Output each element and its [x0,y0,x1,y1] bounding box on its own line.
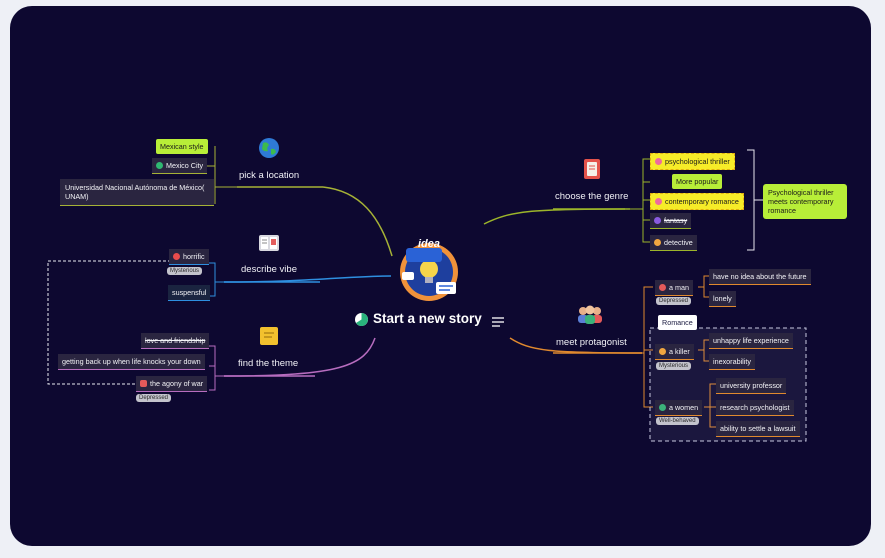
node-detective[interactable]: detective [650,235,697,251]
node-a-killer-label: a killer [669,347,690,356]
node-love-friendship[interactable]: love and friendship [141,333,210,349]
node-psych-label: psychological thriller [665,157,730,166]
fantasy-dot-icon [654,217,661,224]
node-university[interactable]: Universidad Nacional Autónoma de México(… [60,179,214,206]
node-psychological-thriller[interactable]: psychological thriller [650,153,735,170]
topic-describe-vibe[interactable]: describe vibe [241,264,297,275]
node-unhappy-life[interactable]: unhappy life experience [709,333,793,349]
node-mexican-style[interactable]: Mexican style [156,139,208,154]
node-lonely[interactable]: lonely [709,291,736,307]
topic-choose-genre[interactable]: choose the genre [555,191,629,202]
heart-icon-2 [655,198,662,205]
node-a-killer[interactable]: a killer [655,344,694,360]
node-a-man-label: a man [669,283,689,292]
node-genre-summary[interactable]: Psychological thriller meets contemporar… [763,184,847,219]
tag-well-behaved: Well-behaved [656,417,699,425]
node-settle-lawsuit[interactable]: ability to settle a lawsuit [716,421,800,437]
node-a-women-label: a women [669,403,699,412]
killer-avatar-icon [659,348,666,355]
menu-lines-icon[interactable] [492,314,504,332]
topic-find-theme[interactable]: find the theme [238,358,299,369]
tag-depressed-man: Depressed [656,297,692,305]
sticky-note-icon [259,326,279,351]
node-contemporary-romance[interactable]: contemporary romance [650,193,744,210]
heart-icon [655,158,662,165]
pie-chart-icon [354,312,369,332]
globe-icon [258,137,280,164]
node-horrific-label: horrific [183,252,205,261]
node-inexorability[interactable]: inexorability [709,354,755,370]
location-dot-icon [156,162,163,169]
mindmap-canvas[interactable]: idea Start a new story pick a location M… [10,6,871,546]
node-mexico-city-label: Mexico City [166,161,204,170]
man-avatar-icon [659,284,666,291]
node-research-psychologist[interactable]: research psychologist [716,400,794,416]
node-agony-label: the agony of war [150,379,204,388]
node-fantasy-label: fantasy [664,216,688,225]
node-detective-label: detective [664,238,693,247]
node-contemporary-label: contemporary romance [665,197,739,206]
flag-icon [140,380,147,387]
node-a-women[interactable]: a women [655,400,703,416]
people-icon [575,304,605,329]
topic-meet-protagonist[interactable]: meet protagonist [556,337,627,348]
node-horrific[interactable]: horrific [169,249,209,265]
node-agony-of-war[interactable]: the agony of war [136,376,208,392]
tag-depressed-theme: Depressed [136,394,172,402]
node-getting-back-up[interactable]: getting back up when life knocks your do… [58,354,205,370]
tag-mysterious-killer: Mysterious [656,362,692,370]
node-fantasy[interactable]: fantasy [650,213,692,229]
node-more-popular[interactable]: More popular [672,174,723,189]
idea-bulb-icon [398,236,460,307]
node-suspensful[interactable]: suspensful [168,285,211,301]
topic-pick-location[interactable]: pick a location [239,170,300,181]
women-avatar-icon [659,404,666,411]
node-mexico-city[interactable]: Mexico City [152,158,208,174]
detective-dot-icon [654,239,661,246]
notebook-icon [582,158,602,185]
central-topic[interactable]: Start a new story [373,311,482,326]
node-a-man[interactable]: a man [655,280,693,296]
node-university-professor[interactable]: university professor [716,378,787,394]
tag-mysterious: Mysterious [167,267,203,275]
node-no-idea-future[interactable]: have no idea about the future [709,269,811,285]
book-icon [258,233,280,258]
horrific-dot-icon [173,253,180,260]
romance-boundary-label[interactable]: Romance [658,315,697,330]
logo-word: idea [418,238,441,250]
